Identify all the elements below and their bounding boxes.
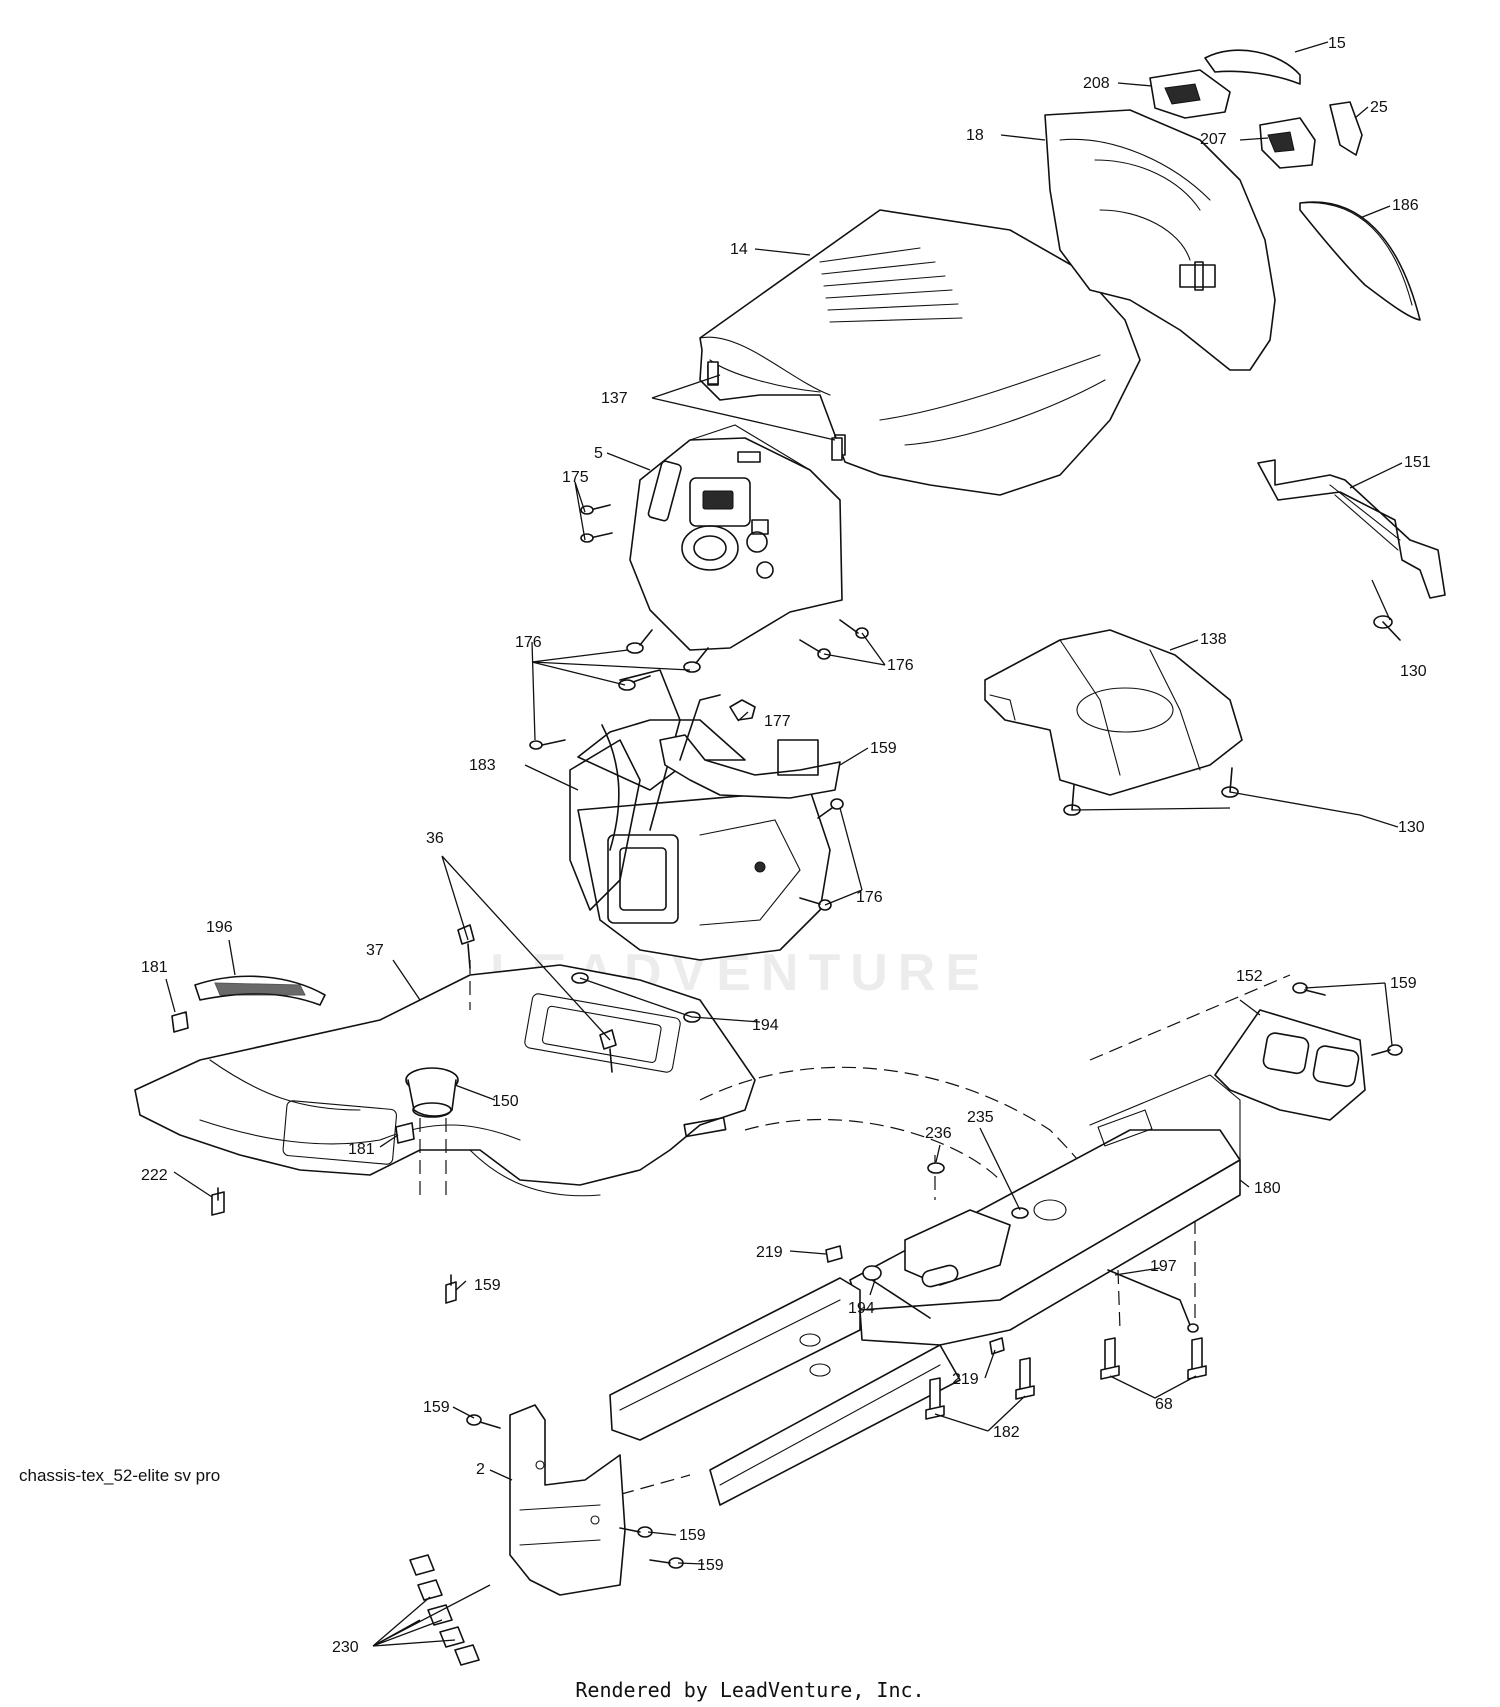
plate-152-part[interactable]: [1214, 1009, 1366, 1121]
callout-130-b: 130: [1398, 819, 1425, 836]
callout-194-b: 194: [848, 1300, 875, 1317]
callout-230: 230: [332, 1639, 359, 1656]
deflector-part[interactable]: [984, 629, 1243, 796]
callout-236: 236: [925, 1125, 952, 1142]
callout-2: 2: [476, 1461, 485, 1478]
callout-176-b: 176: [515, 634, 542, 651]
nut-194-b[interactable]: [862, 1265, 931, 1319]
callout-181-b: 181: [348, 1141, 375, 1158]
bolt-162-part[interactable]: [445, 1274, 457, 1304]
headlight-left-part[interactable]: [1149, 69, 1231, 119]
callout-183: 182: [993, 1424, 1020, 1441]
callout-176-c: 176: [887, 657, 914, 674]
nut-177-part[interactable]: [729, 699, 756, 721]
fasteners-36[interactable]: [457, 924, 617, 1073]
bolts-159-b[interactable]: [466, 1414, 684, 1569]
clip-137-a[interactable]: [707, 361, 719, 385]
callout-137: 137: [601, 390, 628, 407]
screw-130-a[interactable]: [1373, 615, 1401, 641]
bracket-2-part[interactable]: [509, 1404, 626, 1596]
callout-175: 159: [870, 740, 897, 757]
dash-bracket-part[interactable]: [659, 694, 841, 799]
front-nose-part[interactable]: [1044, 109, 1276, 371]
callout-181-a: 181: [141, 959, 168, 976]
grille-part[interactable]: [1299, 201, 1421, 321]
callout-labels: 15 208 25 18 207 186 14 137 5 175 151 13…: [141, 35, 1431, 1656]
callout-219-a: 219: [756, 1244, 783, 1261]
callout-194-a: 194: [752, 1017, 779, 1034]
steering-cover-part[interactable]: [569, 669, 831, 961]
callout-180: 180: [1254, 1180, 1281, 1197]
callout-162: 159: [474, 1277, 501, 1294]
nut-235-part[interactable]: [1011, 1207, 1029, 1219]
leader-lines: [165, 41, 1403, 1647]
footer-credit: Rendered by LeadVenture, Inc.: [575, 1678, 925, 1702]
callout-197: 197: [1150, 1258, 1177, 1275]
callout-177: 177: [764, 713, 791, 730]
callout-37: 37: [366, 942, 384, 959]
callout-138: 150: [492, 1093, 519, 1110]
callout-159-d: 159: [697, 1557, 724, 1574]
bolts-183[interactable]: [925, 1357, 1035, 1420]
frame-part[interactable]: [609, 1074, 1241, 1506]
callout-130-a: 130: [1400, 663, 1427, 680]
callout-14: 14: [730, 241, 748, 258]
callout-208: 208: [1083, 75, 1110, 92]
headlight-right-part[interactable]: [1259, 117, 1316, 169]
callout-196: 196: [206, 919, 233, 936]
headlight-lens-part[interactable]: [1204, 49, 1301, 85]
callout-5: 5: [594, 445, 603, 462]
rod-197-part[interactable]: [1107, 1269, 1199, 1333]
callout-159-c: 159: [679, 1527, 706, 1544]
bracket-151-part[interactable]: [1257, 459, 1446, 599]
lens-small-part[interactable]: [1329, 101, 1363, 156]
callout-159-b: 159: [423, 1399, 450, 1416]
callout-36: 36: [426, 830, 444, 847]
callout-68: 68: [1155, 1396, 1173, 1413]
callout-159-a: 159: [1390, 975, 1417, 992]
callout-207: 207: [1200, 131, 1227, 148]
callout-235: 235: [967, 1109, 994, 1126]
callout-186: 186: [1392, 197, 1419, 214]
bolts-230[interactable]: [409, 1554, 480, 1666]
bolt-222-part[interactable]: [211, 1187, 225, 1216]
bolts-68[interactable]: [1100, 1337, 1207, 1380]
nut-236-part[interactable]: [927, 1162, 945, 1174]
callout-182: 183: [469, 757, 496, 774]
step-plate-part[interactable]: [194, 975, 326, 1006]
callout-176-d: 176: [856, 889, 883, 906]
pin-219-a[interactable]: [825, 1245, 843, 1263]
callout-150: 138: [1200, 631, 1227, 648]
boot-138-part[interactable]: [405, 1067, 459, 1200]
callout-25: 25: [1370, 99, 1388, 116]
callout-176-a: 175: [562, 469, 589, 486]
hood-part[interactable]: [699, 209, 1141, 496]
diagram-caption: chassis-tex_52-elite sv pro: [19, 1466, 221, 1485]
dash-panel-part[interactable]: [629, 424, 843, 651]
callout-222: 222: [141, 1167, 168, 1184]
callout-15: 15: [1328, 35, 1346, 52]
bolts-159-a[interactable]: [1292, 982, 1403, 1056]
callout-219-b: 219: [952, 1371, 979, 1388]
push-nut-181-b[interactable]: [395, 1122, 415, 1144]
callout-18: 18: [966, 127, 984, 144]
pin-219-b[interactable]: [989, 1337, 1005, 1355]
push-nut-181-a[interactable]: [171, 1011, 189, 1033]
callout-151: 151: [1404, 454, 1431, 471]
callout-152: 152: [1236, 968, 1263, 985]
clip-137-b[interactable]: [831, 437, 843, 461]
